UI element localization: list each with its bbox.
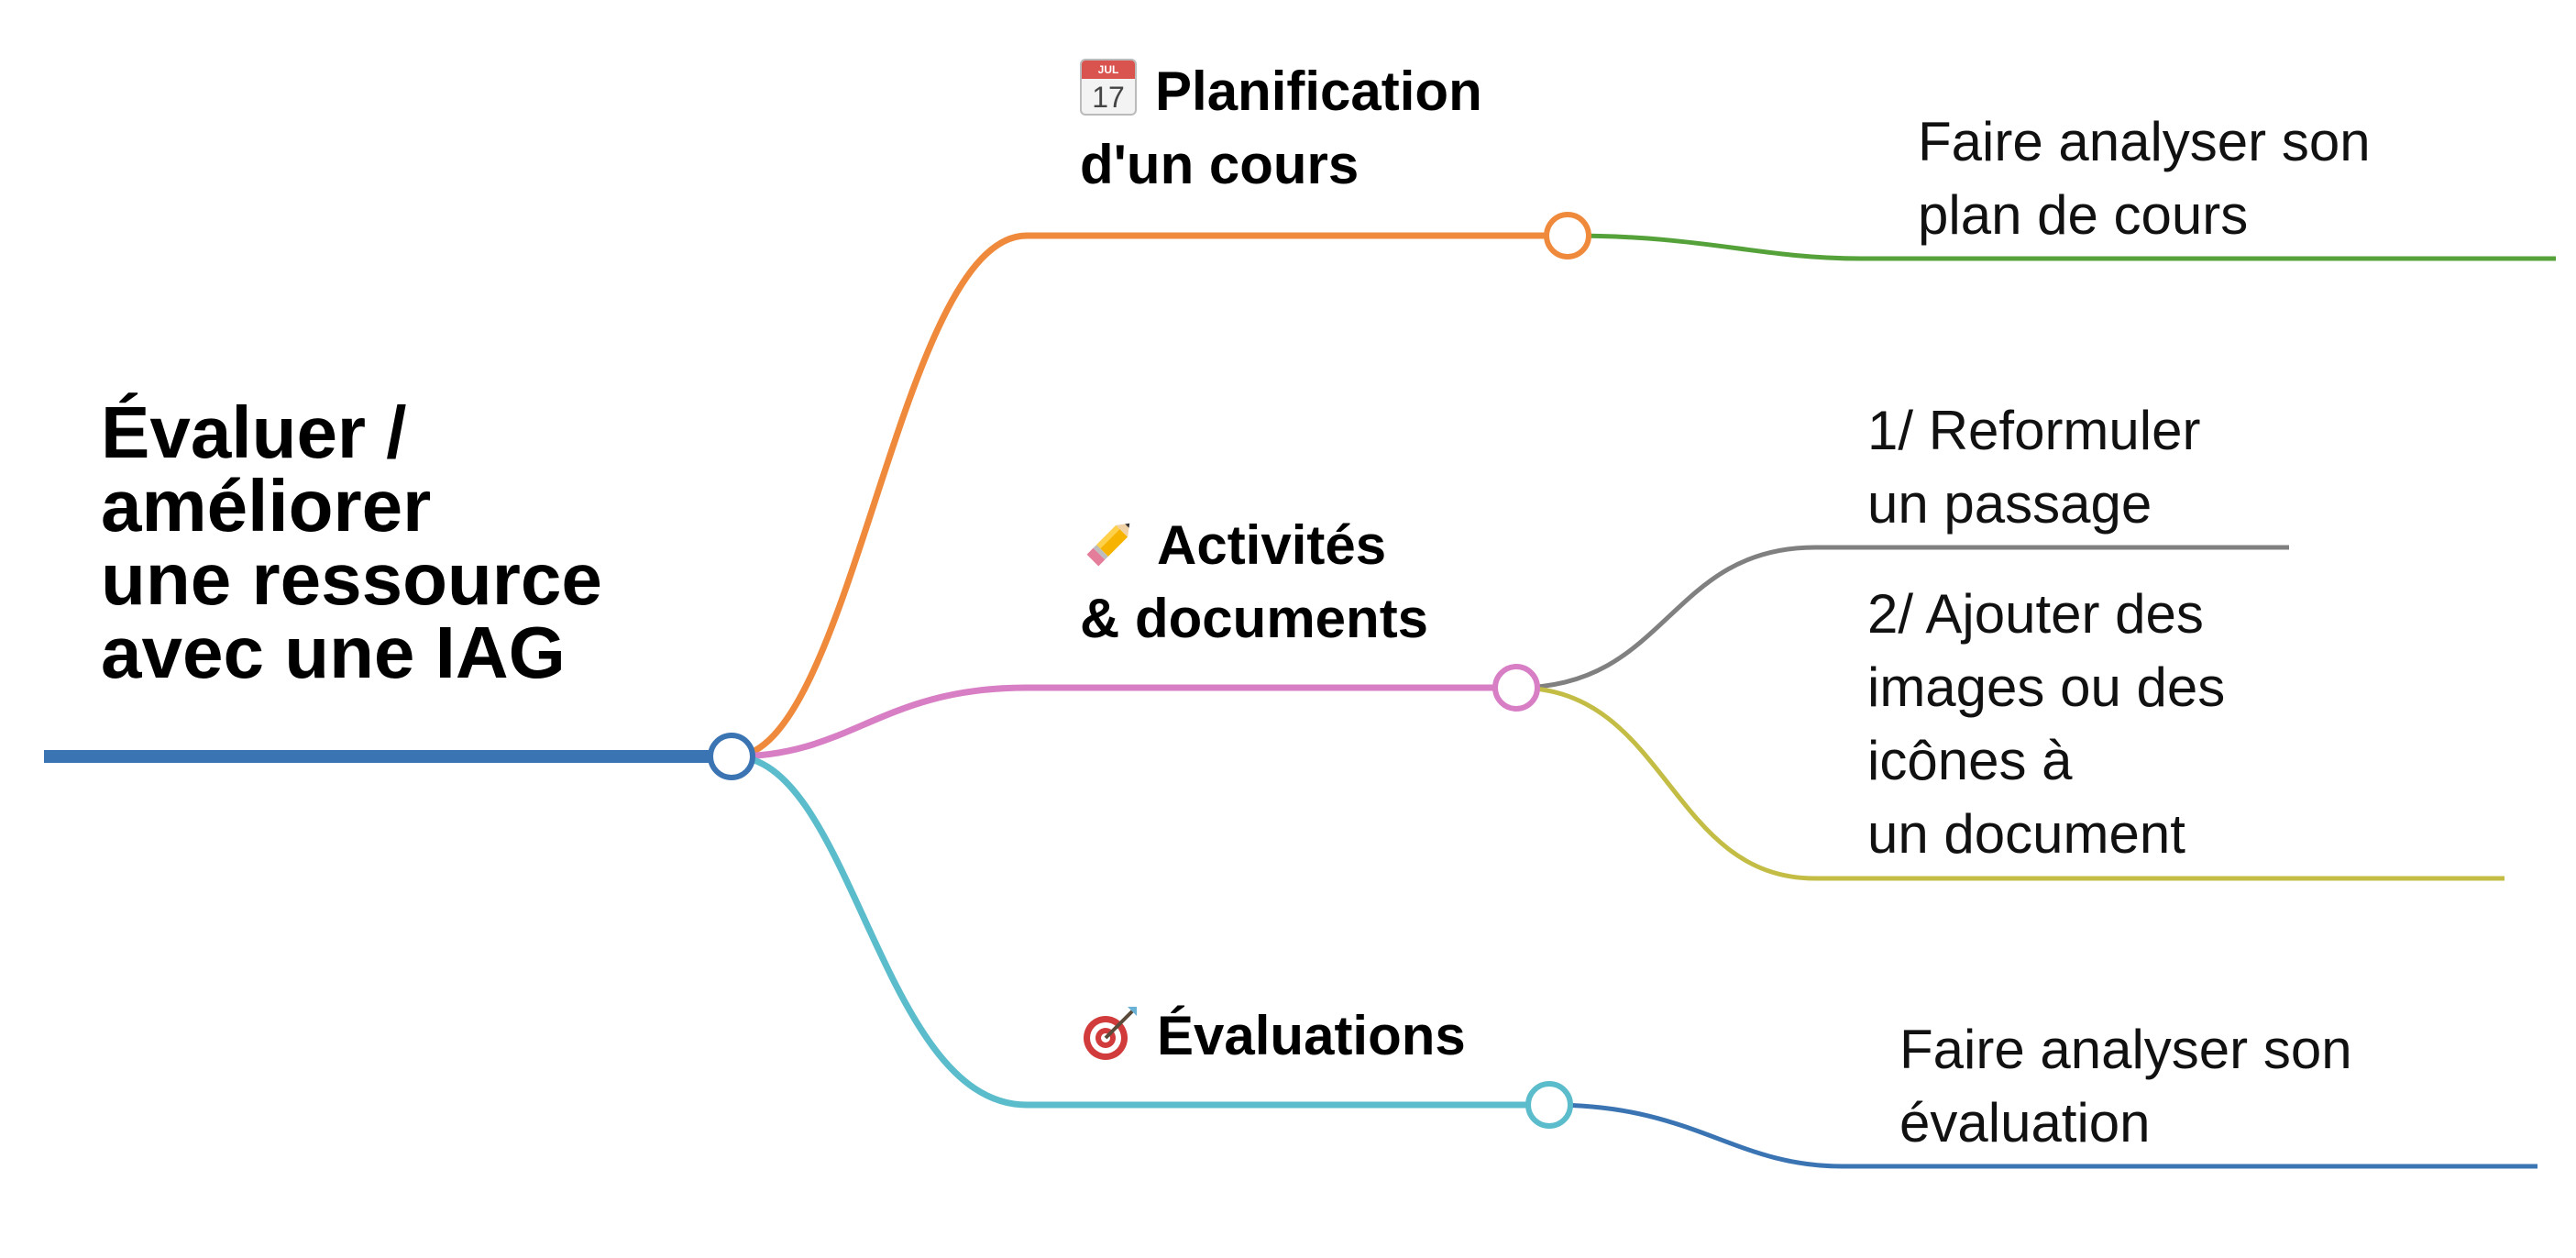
branch-connector-evaluations bbox=[732, 753, 1545, 1109]
branch-activites-line-1: Activités bbox=[1080, 509, 1428, 582]
pencil-icon bbox=[1086, 523, 1130, 567]
branch-node-planification[interactable] bbox=[1544, 212, 1591, 259]
leaf-reformuler[interactable]: 1/ Reformuler un passage bbox=[1867, 394, 2200, 541]
leaf-label-text: plan de cours bbox=[1918, 184, 2249, 246]
branch-label-text: Activités bbox=[1157, 514, 1387, 576]
branch-node-activites[interactable] bbox=[1492, 664, 1540, 712]
branch-evaluations-line-1: Évaluations bbox=[1080, 999, 1466, 1073]
root-node[interactable] bbox=[708, 733, 755, 780]
branch-node-evaluations[interactable] bbox=[1525, 1081, 1573, 1129]
leaf-label-text: Faire analyser son bbox=[1899, 1019, 2352, 1080]
leaf-label-text: un passage bbox=[1867, 473, 2152, 535]
leaf-label-text: icônes à bbox=[1867, 730, 2073, 791]
leaf-connector-evaluation bbox=[1550, 1102, 2537, 1169]
leaf-label-text: 1/ Reformuler bbox=[1867, 400, 2201, 461]
branch-label-text: d'un cours bbox=[1080, 134, 1360, 195]
leaf-label-text: Faire analyser son bbox=[1918, 111, 2371, 172]
root-title-line: avec une IAG bbox=[101, 612, 566, 693]
leaf-label-text: images ou des bbox=[1867, 657, 2226, 718]
root-title-line: améliorer bbox=[101, 465, 432, 546]
leaf-label-text: 2/ Ajouter des bbox=[1867, 583, 2204, 645]
calendar-month: JUL bbox=[1082, 61, 1135, 79]
branch-planification-line-1: JUL 17 Planification bbox=[1080, 55, 1482, 128]
calendar-icon: JUL 17 bbox=[1080, 59, 1137, 116]
root-title[interactable]: Évaluer / améliorer une ressource avec u… bbox=[101, 396, 602, 690]
branch-label-text: Planification bbox=[1155, 61, 1482, 122]
leaf-evaluation[interactable]: Faire analyser son évaluation bbox=[1899, 1013, 2352, 1160]
leaf-connector-plan-de-cours bbox=[1569, 233, 2556, 261]
leaf-label-text: évaluation bbox=[1899, 1092, 2151, 1153]
root-title-line: Évaluer / bbox=[101, 392, 407, 473]
leaf-connector-ajouter-images bbox=[1516, 685, 2504, 881]
branch-label-text: & documents bbox=[1080, 588, 1429, 649]
leaf-label-text: un document bbox=[1867, 803, 2185, 865]
leaf-plan-de-cours[interactable]: Faire analyser son plan de cours bbox=[1918, 105, 2371, 252]
branch-connector-activites bbox=[732, 684, 1511, 760]
branch-evaluations[interactable]: Évaluations bbox=[1080, 999, 1466, 1073]
branch-label-text: Évaluations bbox=[1157, 1005, 1466, 1066]
branch-activites[interactable]: Activités & documents bbox=[1080, 509, 1428, 656]
branch-connector-planification bbox=[732, 232, 1561, 760]
calendar-day: 17 bbox=[1092, 81, 1125, 114]
root-title-line: une ressource bbox=[101, 538, 602, 620]
target-icon bbox=[1084, 1007, 1137, 1060]
branch-planification[interactable]: JUL 17 Planification d'un cours bbox=[1080, 55, 1482, 202]
leaf-ajouter-images[interactable]: 2/ Ajouter des images ou des icônes à un… bbox=[1867, 578, 2225, 871]
leaf-connector-reformuler bbox=[1516, 545, 2289, 690]
